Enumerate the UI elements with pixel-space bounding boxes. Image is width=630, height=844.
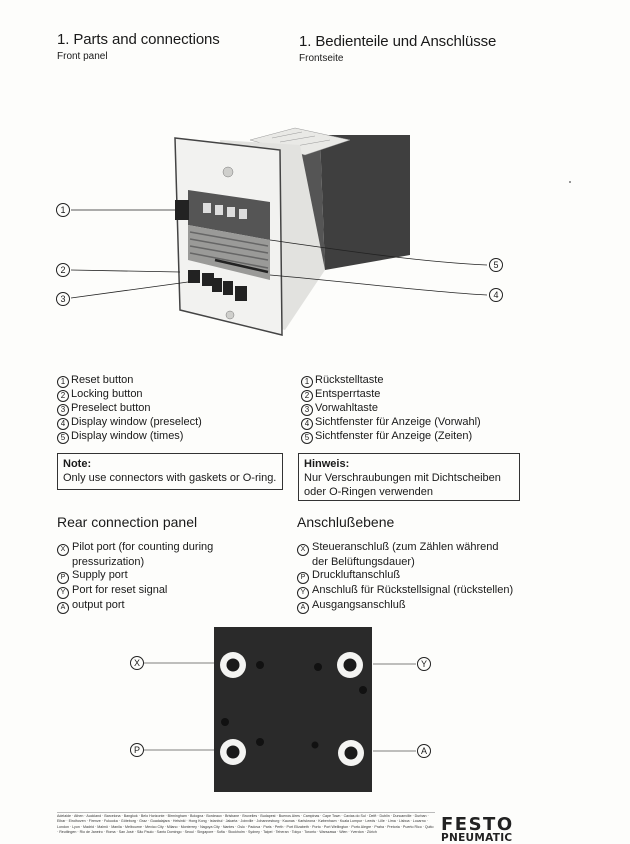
locking-button-illustration [188,270,200,283]
logo-pneumatic: PNEUMATIC [441,832,513,844]
note-box-de: Hinweis: Nur Verschraubungen mit Dichtsc… [298,453,520,501]
callout-4: 4 [489,288,503,302]
footer-rule [57,812,435,813]
port-x [220,652,246,678]
preselect-button-illustration [212,278,222,292]
callout-3: 3 [56,292,70,306]
callout-a: A [417,744,431,758]
rear-panel-illustration [144,627,416,792]
list-item-continued: pressurization) [72,556,145,568]
note-title: Note: [63,458,92,470]
note-text: Only use connectors with gaskets or O-ri… [63,472,277,484]
port-y [337,652,363,678]
rear-panel-figure: X Y P A [110,615,450,800]
note-text-line-2: oder O-Ringen verwenden [304,486,434,498]
note-title: Hinweis: [304,458,350,470]
callout-1: 1 [56,203,70,217]
front-panel-illustration: FESTO [70,127,488,336]
festo-logo: FESTO PNEUMATIC [441,814,514,844]
de-title: 1. Bedienteile und Anschlüsse [299,33,497,50]
rear-title-en: Rear connection panel [57,514,198,530]
de-subtitle: Frontseite [299,53,344,64]
speck [569,181,571,183]
list-item-continued: der Belüftungsdauer) [312,556,415,568]
front-panel-figure: FESTO 1 2 3 4 5 [40,120,520,350]
housing-side [320,135,410,270]
logo-festo: FESTO [441,814,514,835]
rear-plate [214,627,372,792]
callout-x: X [130,656,144,670]
port-a [338,740,364,766]
rear-title-de: Anschlußebene [297,514,395,530]
port-p [220,739,246,765]
reset-button-illustration [175,200,189,220]
note-box-en: Note: Only use connectors with gaskets o… [57,453,283,490]
callout-p: P [130,743,144,757]
note-text-line-1: Nur Verschraubungen mit Dichtscheiben [304,472,501,484]
screw [222,166,234,178]
callout-2: 2 [56,263,70,277]
en-subtitle: Front panel [57,51,108,62]
footer-city-list: Adelaide · Athen · Auckland · Barcelona … [57,814,434,835]
en-title: 1. Parts and connections [57,31,220,48]
callout-5: 5 [489,258,503,272]
callout-y: Y [417,657,431,671]
